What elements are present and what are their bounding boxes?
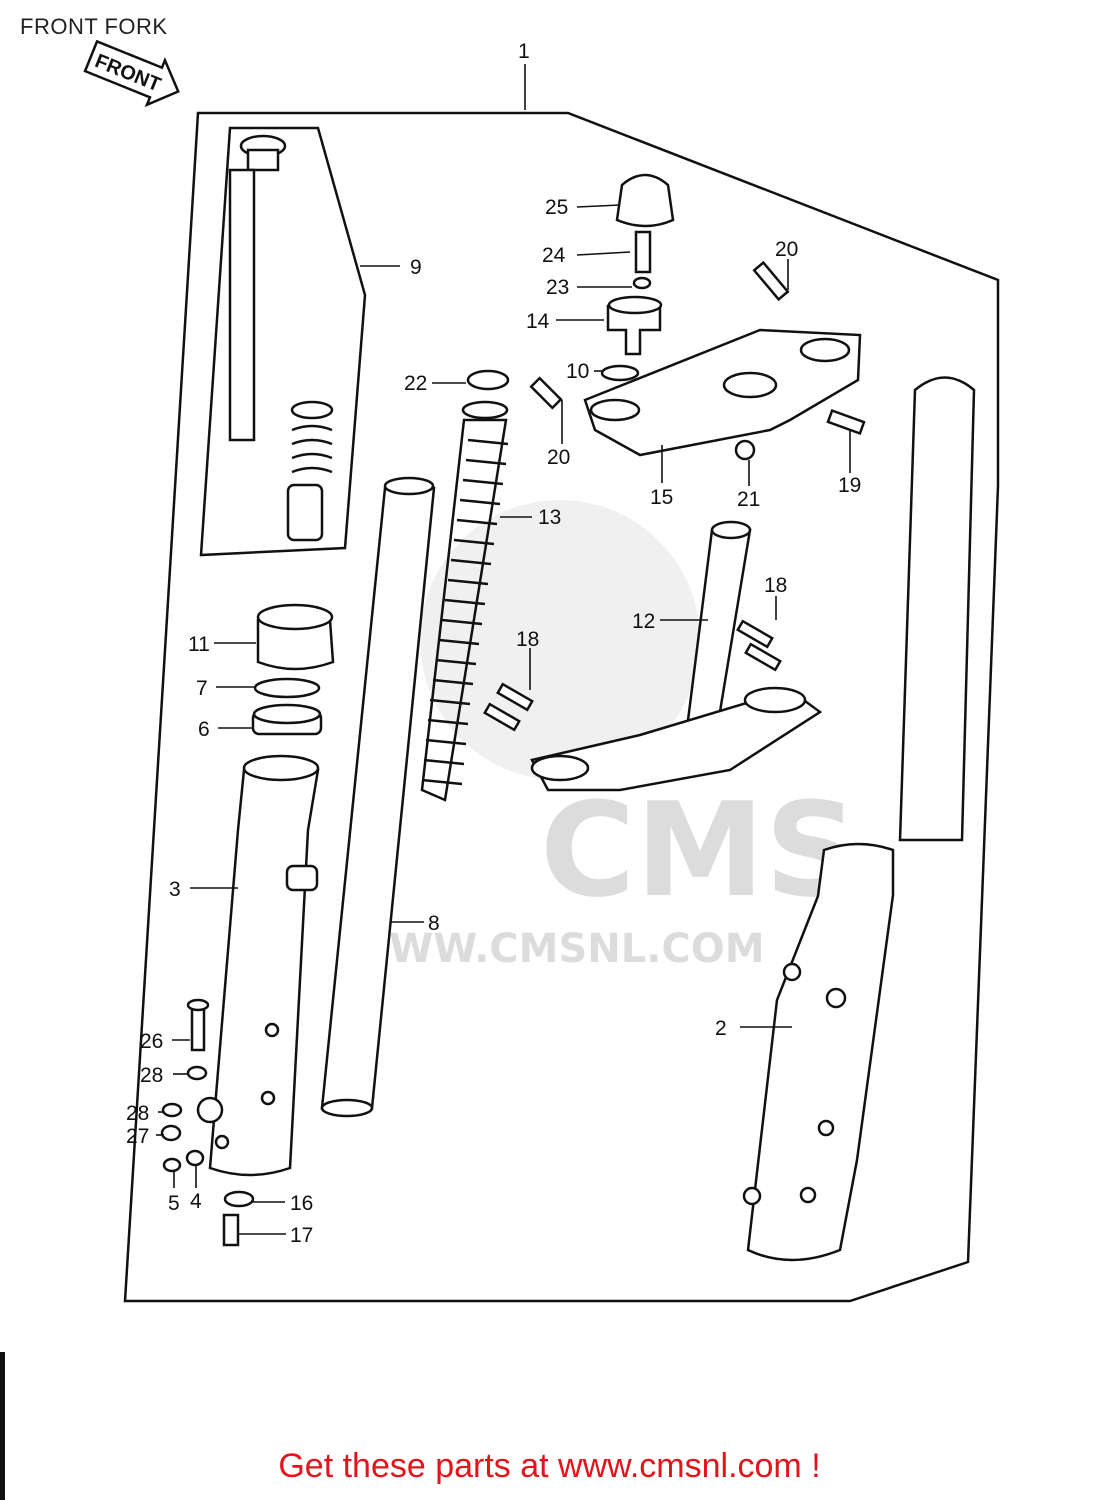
diagram-title: FRONT FORK (20, 14, 168, 39)
dust-seal (256, 603, 335, 671)
callout-13: 13 (538, 506, 561, 529)
spring-seat (466, 369, 510, 391)
inset-panel (199, 126, 367, 557)
damper-rod (228, 134, 334, 542)
scan-edge-bar (0, 1352, 5, 1500)
callout-2: 2 (715, 1017, 727, 1040)
top-cap-assembly (606, 173, 675, 356)
steering-stem-lower-clamp (483, 520, 823, 792)
callout-14: 14 (526, 310, 550, 333)
callout-27: 27 (126, 1125, 149, 1148)
callout-21: 21 (737, 488, 760, 511)
callout-10: 10 (566, 360, 589, 383)
watermark-url: WWW.CMSNL.COM (345, 926, 765, 972)
assembly-frame (123, 111, 1000, 1303)
callout-22: 22 (404, 372, 427, 395)
axle-hardware (160, 998, 255, 1247)
callout-17: 17 (290, 1224, 313, 1247)
callout-25: 25 (545, 196, 568, 219)
callout-3: 3 (169, 878, 181, 901)
callout-20-lower: 20 (547, 446, 570, 469)
callout-18-lower: 18 (516, 628, 539, 651)
callout-28-upper: 28 (140, 1064, 163, 1087)
retaining-ring (253, 677, 321, 699)
watermark-brand: CMS (540, 774, 858, 926)
washer (600, 364, 640, 382)
inner-fork-tube (320, 476, 436, 1118)
callout-7: 7 (196, 677, 208, 700)
front-direction-arrow: FRONT (83, 39, 180, 108)
footer-cta-link[interactable]: Get these parts at www.cmsnl.com ! (278, 1447, 821, 1485)
callout-26: 26 (140, 1030, 163, 1053)
callout-24: 24 (542, 244, 566, 267)
callout-28-lower: 28 (126, 1102, 149, 1125)
callout-8: 8 (428, 912, 440, 935)
callout-18-upper: 18 (764, 574, 787, 597)
callout-labels: 1 2 3 4 5 6 7 8 9 10 11 12 13 14 15 16 1… (126, 40, 861, 1247)
right-fork-leg (742, 376, 976, 1262)
callout-16: 16 (290, 1192, 313, 1215)
callout-6: 6 (198, 718, 210, 741)
callout-23: 23 (546, 276, 569, 299)
callout-1: 1 (518, 40, 530, 63)
callout-4: 4 (190, 1190, 202, 1213)
callout-11: 11 (188, 633, 210, 656)
upper-triple-clamp (529, 260, 866, 461)
callout-12: 12 (632, 610, 655, 633)
callout-9: 9 (410, 256, 422, 279)
left-outer-tube (196, 754, 320, 1177)
leader-lines (156, 64, 851, 1235)
callout-15: 15 (650, 486, 673, 509)
callout-5: 5 (168, 1192, 180, 1215)
oil-seal (251, 703, 323, 736)
fork-spring (420, 400, 509, 802)
callout-19: 19 (838, 474, 861, 497)
callout-20-upper: 20 (775, 238, 798, 261)
